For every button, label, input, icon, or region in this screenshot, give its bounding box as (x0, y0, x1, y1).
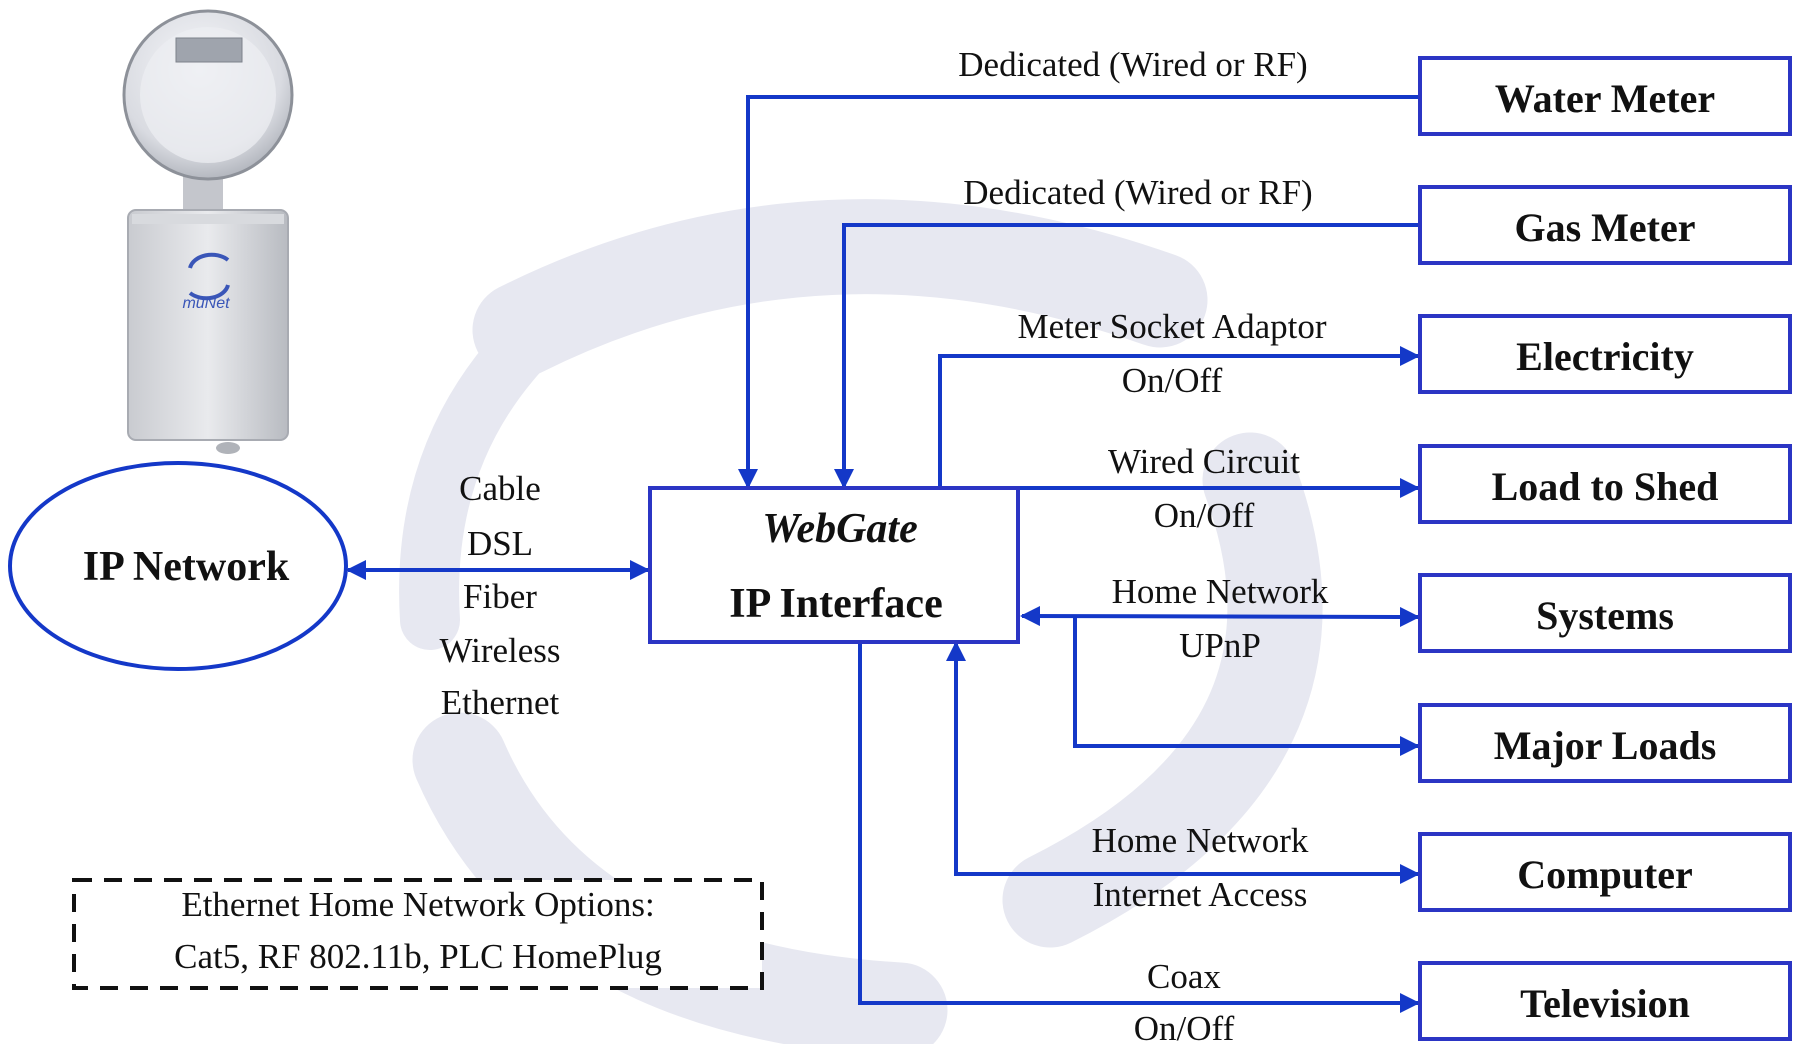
meter-photo: muNet (122, 9, 294, 454)
meter-brand: muNet (182, 295, 230, 312)
water-meter-link (738, 95, 1420, 489)
ip-link-fiber: Fiber (463, 577, 537, 616)
device-label-systems: Systems (1536, 593, 1674, 638)
device-label-electricity: Electricity (1516, 334, 1694, 379)
water-link-label: Dedicated (Wired or RF) (958, 45, 1307, 84)
ip-link-cable: Cable (459, 469, 541, 508)
electricity-link-sublabel: On/Off (1122, 361, 1223, 400)
ip-link-dsl: DSL (467, 524, 533, 563)
device-label-television: Television (1520, 981, 1690, 1026)
options-box (72, 878, 764, 990)
systems-link-sublabel: UPnP (1179, 626, 1261, 665)
webgate-box (648, 486, 1020, 644)
load-shed-link-label: Wired Circuit (1108, 442, 1300, 481)
television-link (858, 643, 1420, 1013)
device-box-water (1418, 56, 1792, 136)
device-box-computer (1418, 832, 1792, 912)
device-label-major-loads: Major Loads (1494, 723, 1717, 768)
device-box-load-shed (1418, 444, 1792, 524)
load-shed-link-sublabel: On/Off (1154, 496, 1255, 535)
systems-link-label: Home Network (1112, 572, 1329, 611)
webgate-subtitle: IP Interface (729, 581, 942, 627)
computer-link-sublabel: Internet Access (1093, 875, 1308, 914)
television-link-sublabel: On/Off (1134, 1009, 1235, 1044)
device-label-load-shed: Load to Shed (1492, 464, 1719, 509)
ip-link-wireless: Wireless (439, 631, 560, 670)
ip-network-label: IP Network (83, 544, 290, 590)
options-line-1: Ethernet Home Network Options: (181, 885, 654, 924)
ip-link-ethernet: Ethernet (441, 683, 560, 722)
device-label-gas: Gas Meter (1514, 205, 1695, 250)
connectors (346, 95, 1420, 1013)
gas-meter-link (834, 223, 1420, 489)
computer-link-label: Home Network (1092, 821, 1309, 860)
refresh-logo-icon (188, 252, 230, 301)
options-line-2: Cat5, RF 802.11b, PLC HomePlug (174, 937, 662, 976)
webgate-title: WebGate (762, 506, 918, 552)
television-link-label: Coax (1147, 957, 1221, 996)
electricity-link (938, 346, 1420, 487)
device-box-systems (1418, 573, 1792, 653)
computer-link (946, 641, 1420, 884)
device-box-gas (1418, 185, 1792, 265)
systems-link (1020, 606, 1420, 627)
device-box-television (1418, 961, 1792, 1041)
device-boxes: Water Meter Gas Meter Electricity Load t… (1418, 56, 1792, 1041)
gas-link-label: Dedicated (Wired or RF) (963, 173, 1312, 212)
device-label-water: Water Meter (1495, 76, 1715, 121)
device-box-major-loads (1418, 703, 1792, 783)
electricity-link-label: Meter Socket Adaptor (1017, 307, 1326, 346)
device-box-electricity (1418, 314, 1792, 394)
device-label-computer: Computer (1517, 852, 1693, 897)
